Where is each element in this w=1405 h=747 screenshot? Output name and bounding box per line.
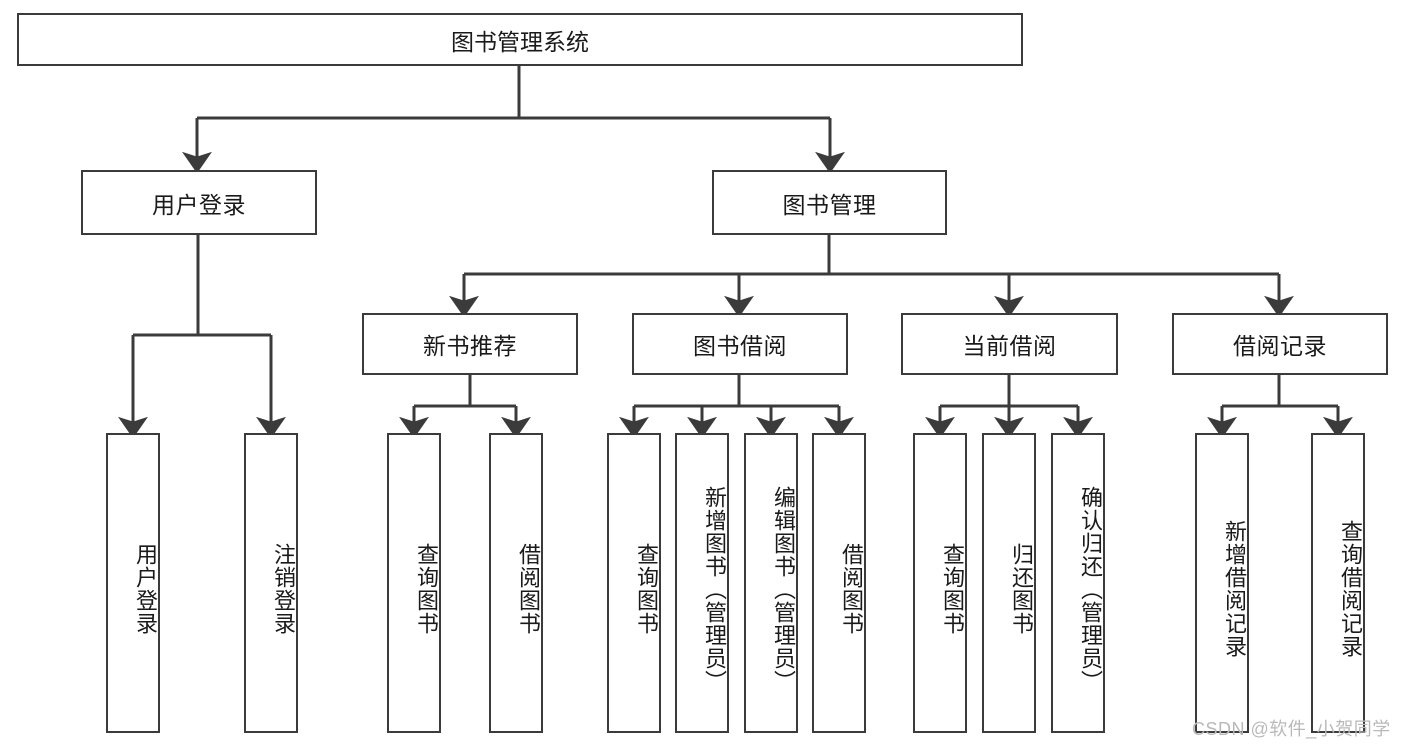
node-user-login[interactable]: 用户登录 [81, 170, 317, 235]
node-borrow-record[interactable]: 借阅记录 [1172, 313, 1388, 375]
leaf-recommend-query-book-label: 查询图书 [414, 543, 439, 635]
node-current-borrow-label: 当前借阅 [962, 333, 1057, 359]
leaf-current-return-book[interactable]: 归还图书 [982, 433, 1036, 733]
leaf-borrow-add-book-label: 新增图书（管理员） [702, 485, 727, 693]
leaf-borrow-borrow-book[interactable]: 借阅图书 [812, 433, 866, 733]
leaf-record-query-record-label: 查询借阅记录 [1338, 520, 1363, 658]
leaf-current-confirm-return-label: 确认归还（管理员） [1078, 485, 1103, 693]
leaf-recommend-borrow-book[interactable]: 借阅图书 [489, 433, 543, 733]
node-user-login-label: 用户登录 [152, 191, 246, 218]
leaf-user-logout-label: 注销登录 [271, 543, 296, 635]
leaf-borrow-borrow-book-label: 借阅图书 [839, 543, 864, 635]
leaf-current-query-book-label: 查询图书 [940, 543, 965, 635]
leaf-recommend-borrow-book-label: 借阅图书 [516, 543, 541, 635]
node-book-management[interactable]: 图书管理 [712, 170, 947, 235]
node-borrow-record-label: 借阅记录 [1233, 333, 1327, 359]
leaf-recommend-query-book[interactable]: 查询图书 [387, 433, 441, 733]
leaf-current-return-book-label: 归还图书 [1009, 543, 1034, 635]
leaf-record-query-record[interactable]: 查询借阅记录 [1311, 433, 1365, 733]
leaf-current-query-book[interactable]: 查询图书 [913, 433, 967, 733]
leaf-user-login-label: 用户登录 [133, 543, 158, 635]
leaf-borrow-add-book[interactable]: 新增图书（管理员） [675, 433, 729, 733]
leaf-current-confirm-return[interactable]: 确认归还（管理员） [1051, 433, 1105, 733]
leaf-user-login[interactable]: 用户登录 [106, 433, 160, 733]
watermark: CSDN @软件_小贺同学 [1192, 719, 1391, 739]
node-book-borrow[interactable]: 图书借阅 [632, 313, 848, 375]
leaf-borrow-edit-book[interactable]: 编辑图书（管理员） [744, 433, 798, 733]
leaf-user-logout[interactable]: 注销登录 [244, 433, 298, 733]
leaf-record-add-record-label: 新增借阅记录 [1222, 520, 1247, 658]
node-book-borrow-label: 图书借阅 [693, 333, 787, 359]
node-new-book-recommend[interactable]: 新书推荐 [362, 313, 578, 375]
node-current-borrow[interactable]: 当前借阅 [901, 313, 1118, 375]
node-new-book-recommend-label: 新书推荐 [423, 333, 517, 359]
node-book-management-label: 图书管理 [782, 191, 877, 218]
node-root[interactable]: 图书管理系统 [17, 13, 1023, 66]
leaf-borrow-edit-book-label: 编辑图书（管理员） [771, 485, 796, 693]
leaf-borrow-query-book[interactable]: 查询图书 [607, 433, 661, 733]
node-root-label: 图书管理系统 [451, 28, 589, 55]
leaf-borrow-query-book-label: 查询图书 [634, 543, 659, 635]
leaf-record-add-record[interactable]: 新增借阅记录 [1195, 433, 1249, 733]
